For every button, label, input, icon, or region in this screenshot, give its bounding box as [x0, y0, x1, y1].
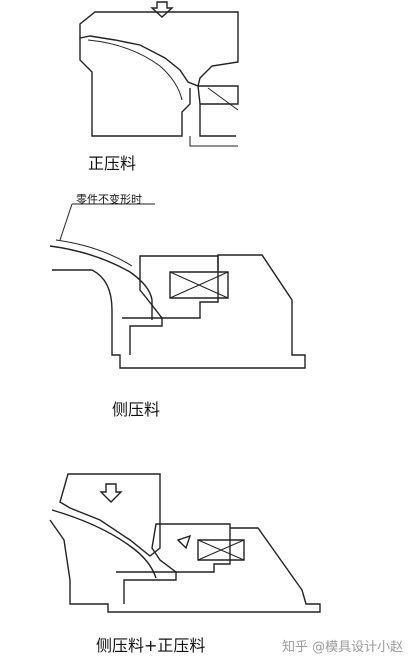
fig3-side-slider: [151, 523, 231, 573]
figure-3-caption: 侧压料+正压料: [96, 636, 206, 655]
fig2-die-outline: [52, 254, 306, 369]
fig3-punch: [59, 473, 161, 557]
fig2-leader-line: [59, 203, 155, 241]
fig3-lower-step: [116, 571, 177, 604]
fig1-base: [189, 136, 238, 147]
fig1-part-outline: [79, 38, 191, 137]
figure-1-drawing: [79, 1, 239, 147]
fig3-wedge-cross: [197, 539, 245, 561]
fig2-part-curve-inner: [55, 239, 133, 267]
figure-2-drawing: [49, 203, 306, 369]
figure-1-caption: 正压料: [88, 154, 137, 173]
fig1-slant-line: [207, 87, 239, 111]
figure-2-annotation: 零件不变形时: [76, 193, 142, 206]
figure-2-caption: 侧压料: [112, 400, 161, 419]
fig1-right-block: [197, 85, 239, 137]
fig2-wedge-cross: [169, 271, 229, 299]
fig2-part-curve: [49, 245, 153, 320]
fig1-punch: [79, 11, 239, 87]
fig2-lower-step: [122, 317, 163, 355]
fig1-press-arrow: [150, 1, 174, 18]
fig3-side-arrow: [176, 534, 192, 550]
figure-3-drawing: [49, 473, 321, 613]
fig3-die-outline: [49, 519, 321, 613]
fig1-inner-curve: [87, 39, 183, 101]
watermark: 知乎 @模具设计小赵: [282, 640, 404, 655]
fig3-press-arrow: [99, 483, 123, 503]
fig3-part-curve: [51, 509, 157, 579]
